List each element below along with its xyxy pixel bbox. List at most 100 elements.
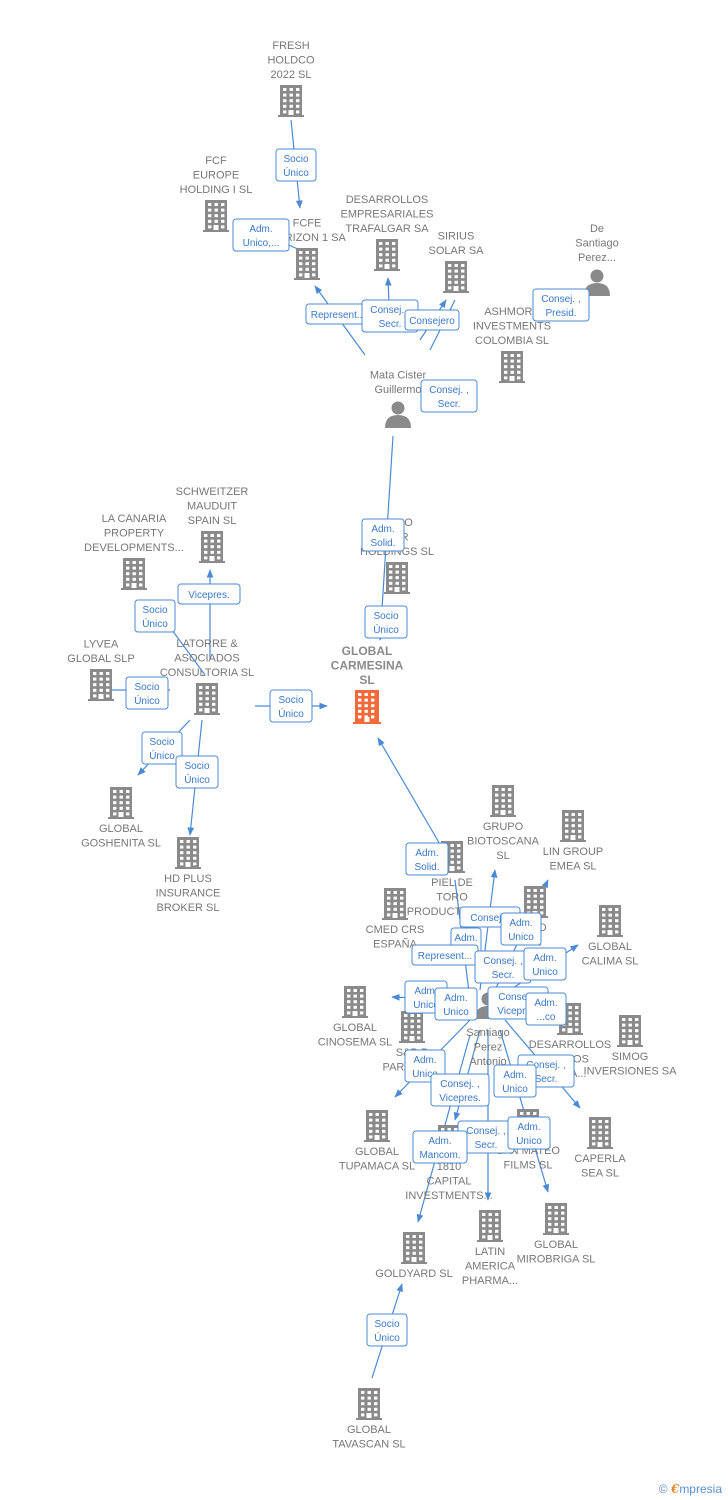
node-la-canaria[interactable]: LA CANARIAPROPERTYDEVELOPMENTS...	[84, 513, 184, 590]
node-label-line: HD PLUS	[164, 873, 212, 885]
node-goldyard[interactable]: GOLDYARD SL	[375, 1232, 453, 1280]
relation-text: Consej. ,	[498, 992, 537, 1003]
node-label-line: GOSHENITA SL	[81, 838, 161, 850]
node-label-line: GLOBAL	[99, 823, 143, 835]
relation-label-r20[interactable]: Represent...	[411, 944, 479, 966]
relation-label-r7[interactable]: Consej. ,Secr.	[420, 379, 478, 413]
building-icon	[382, 888, 408, 920]
relation-label-r5[interactable]: Consejero	[404, 309, 460, 331]
relation-label-r8[interactable]: Adm.Solid.	[361, 518, 405, 552]
relation-text: Consej. ,	[440, 1079, 479, 1090]
relation-label-r33[interactable]: Adm.Mancom.	[412, 1130, 468, 1164]
relation-text: Socio	[374, 1319, 399, 1330]
relation-label-r16[interactable]: Adm.Solid.	[405, 842, 449, 876]
relation-text: Unico	[532, 967, 558, 978]
node-label-line: PROPERTY	[104, 528, 165, 540]
node-label-line: Perez...	[578, 252, 616, 264]
node-label-line: Mata Cister	[370, 370, 427, 382]
node-label-line: PHARMA...	[462, 1275, 518, 1287]
node-label-line: Santiago	[466, 1027, 509, 1039]
relation-text: Consejero	[409, 316, 455, 327]
relation-label-r22[interactable]: Adm.Unico	[523, 947, 567, 981]
relation-text: Consej. ,	[429, 385, 468, 396]
relation-text: Unico	[508, 932, 534, 943]
relation-label-r24[interactable]: Adm.Unico	[434, 987, 478, 1021]
relation-text: Adm.	[534, 998, 557, 1009]
relation-label-r32[interactable]: Adm.Unico	[507, 1116, 551, 1150]
relation-text: Vicepres.	[188, 590, 230, 601]
relation-text: Adm.	[444, 993, 467, 1004]
building-icon	[597, 905, 623, 937]
building-icon	[384, 562, 410, 594]
building-icon	[560, 810, 586, 842]
relation-text: Solid.	[370, 538, 395, 549]
relation-text: Unico	[502, 1084, 528, 1095]
relation-label-r26[interactable]: Adm. ...co	[525, 992, 567, 1026]
relation-label-r31[interactable]: Consej. ,Secr.	[457, 1120, 515, 1154]
relation-text: Socio	[134, 682, 159, 693]
person-icon	[584, 269, 610, 296]
relation-text: Unico	[413, 1000, 439, 1011]
node-label-line: TUPAMACA SL	[339, 1161, 415, 1173]
relation-label-r3[interactable]: Represent...	[305, 303, 371, 325]
node-label-line: GLOBAL	[588, 941, 632, 953]
relation-label-r18[interactable]: Adm.Unico	[500, 912, 542, 946]
node-label-line: HOLDCO	[267, 55, 315, 67]
relation-label-r28[interactable]: Adm.Unico	[493, 1064, 537, 1098]
relation-text: Unico	[516, 1136, 542, 1147]
relation-text: Socio	[283, 154, 308, 165]
relation-label-r10[interactable]: Vicepres.	[177, 583, 241, 605]
relation-text: Vicepres.	[439, 1093, 481, 1104]
node-label-line: GLOBAL	[333, 1022, 377, 1034]
relation-label-r21[interactable]: Consej. ,Secr.	[474, 950, 532, 984]
relation-text: Vicepres.	[497, 1006, 539, 1017]
node-desantiago[interactable]: DeSantiagoPerez...	[575, 223, 619, 296]
relation-text: ...co	[537, 1012, 556, 1023]
relation-text: Adm.	[415, 848, 438, 859]
relation-label-r6[interactable]: Consej. ,Presid.	[532, 288, 590, 322]
copyright-symbol: ©	[658, 1482, 668, 1496]
node-latin-america[interactable]: LATINAMERICAPHARMA...	[462, 1210, 518, 1287]
relation-label-r2[interactable]: Adm.Unico,...	[232, 218, 290, 252]
relation-text: Único	[142, 617, 168, 630]
relation-text: Consej...	[470, 913, 509, 924]
building-icon	[353, 690, 381, 724]
building-icon	[278, 85, 304, 117]
relation-label-r30[interactable]: Consej. , Vicepres.	[430, 1073, 490, 1107]
building-icon	[199, 531, 225, 563]
relation-text: Adm.	[413, 1055, 436, 1066]
person-icon	[385, 401, 411, 428]
building-icon	[356, 1388, 382, 1420]
node-goshenita[interactable]: GLOBAL GOSHENITA SL	[81, 787, 161, 850]
